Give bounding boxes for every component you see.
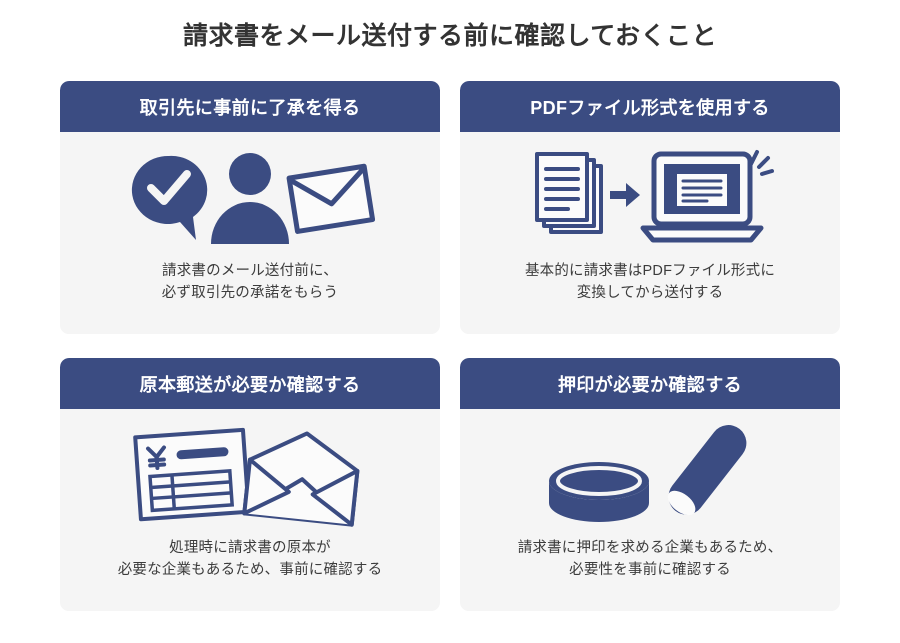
card-description: 請求書に押印を求める企業もあるため、 必要性を事前に確認する (517, 540, 783, 579)
ink-pad-hanko-stamp-icon (535, 423, 765, 527)
card-description: 請求書のメール送付前に、 必ず取引先の承諾をもらう (161, 263, 339, 302)
card-original-mail: 原本郵送が必要か確認する (60, 358, 440, 611)
check-bubble-person-envelope-icon (125, 146, 375, 250)
card-body: 請求書のメール送付前に、 必ず取引先の承諾をもらう (60, 132, 440, 334)
card-prior-consent: 取引先に事前に了承を得る (60, 81, 440, 334)
page-title: 請求書をメール送付する前に確認しておくこと (182, 22, 717, 50)
card-body: 請求書に押印を求める企業もあるため、 必要性を事前に確認する (460, 409, 840, 611)
card-header: 取引先に事前に了承を得る (60, 81, 440, 132)
card-stamp-required: 押印が必要か確認する 請求書に押印を求める企業も (460, 358, 840, 611)
documents-to-laptop-icon (525, 146, 775, 250)
card-header: 押印が必要か確認する (460, 358, 840, 409)
card-header: 原本郵送が必要か確認する (60, 358, 440, 409)
card-grid: 取引先に事前に了承を得る (60, 81, 840, 611)
card-body: 基本的に請求書はPDFファイル形式に 変換してから送付する (460, 132, 840, 334)
card-pdf-format: PDFファイル形式を使用する (460, 81, 840, 334)
card-body: 処理時に請求書の原本が 必要な企業もあるため、事前に確認する (60, 409, 440, 611)
card-description: 処理時に請求書の原本が 必要な企業もあるため、事前に確認する (117, 540, 383, 579)
invoice-envelope-icon (130, 423, 370, 527)
card-header: PDFファイル形式を使用する (460, 81, 840, 132)
card-description: 基本的に請求書はPDFファイル形式に 変換してから送付する (524, 263, 776, 302)
